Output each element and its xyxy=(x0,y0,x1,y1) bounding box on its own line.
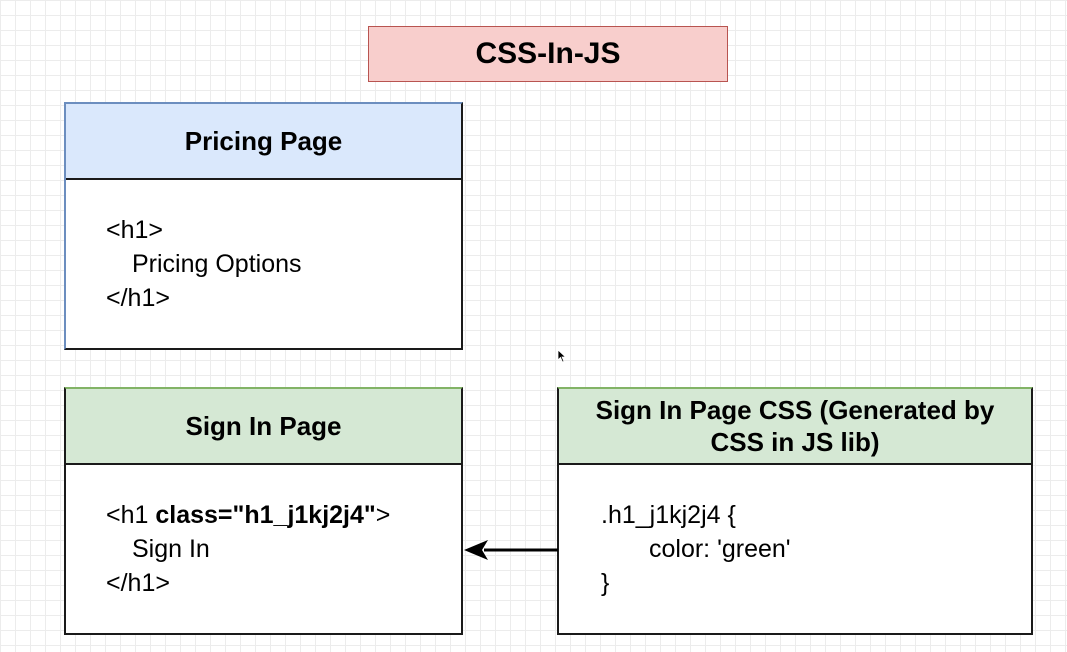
sign-in-code-line-3: </h1> xyxy=(106,569,170,597)
sign-in-code-line-2: Sign In xyxy=(132,535,210,563)
sign-in-code-line-1-prefix: <h1 xyxy=(106,501,156,529)
sign-in-code-line-1: <h1 class="h1_j1kj2j4"> xyxy=(106,498,421,532)
sign-in-css-card: Sign In Page CSS (Generated by CSS in JS… xyxy=(557,387,1033,635)
pricing-code-line-1: <h1> xyxy=(106,216,164,244)
sign-in-css-header-line-1: Sign In Page CSS (Generated by xyxy=(595,394,995,425)
pricing-page-header-text: Pricing Page xyxy=(184,125,343,156)
css-code-line-1: .h1_j1kj2j4 { xyxy=(601,501,736,529)
pricing-code-line-2: Pricing Options xyxy=(132,250,302,278)
sign-in-css-body: .h1_j1kj2j4 { color: 'green' } xyxy=(559,465,1031,633)
sign-in-page-body: <h1 class="h1_j1kj2j4"> Sign In </h1> xyxy=(66,465,461,633)
diagram-title-text: CSS-In-JS xyxy=(475,37,621,70)
mouse-cursor-icon xyxy=(557,349,567,363)
pricing-page-card: Pricing Page <h1> Pricing Options </h1> xyxy=(64,102,463,350)
pricing-page-body: <h1> Pricing Options </h1> xyxy=(66,180,461,348)
pricing-code-line-3: </h1> xyxy=(106,284,170,312)
sign-in-code-line-1-suffix: > xyxy=(375,501,391,529)
sign-in-css-header-line-2: CSS in JS lib) xyxy=(710,427,880,457)
sign-in-css-header: Sign In Page CSS (Generated by CSS in JS… xyxy=(559,389,1031,465)
arrow-head-icon xyxy=(464,540,488,560)
css-code-line-3: } xyxy=(601,569,610,597)
pricing-page-header: Pricing Page xyxy=(66,104,461,180)
sign-in-page-card: Sign In Page <h1 class="h1_j1kj2j4"> Sig… xyxy=(64,387,463,635)
css-code-line-2: color: 'green' xyxy=(649,535,791,563)
sign-in-page-header: Sign In Page xyxy=(66,389,461,465)
sign-in-page-header-text: Sign In Page xyxy=(185,410,342,441)
sign-in-code-class-attr: class="h1_j1kj2j4" xyxy=(155,501,376,529)
css-to-sign-in-arrow xyxy=(464,540,558,560)
diagram-title: CSS-In-JS xyxy=(368,26,728,82)
